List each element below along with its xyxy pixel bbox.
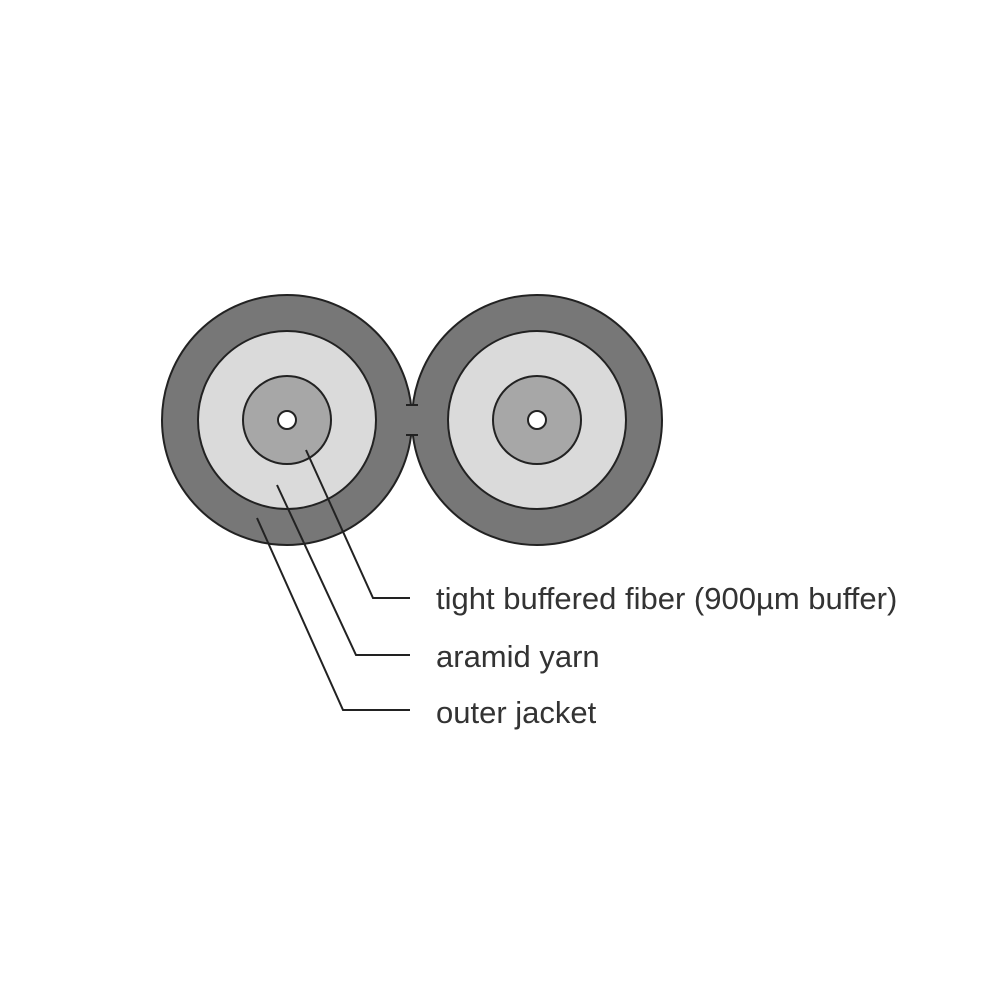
right-cable-cross-section <box>411 294 663 546</box>
cable-web-connector <box>406 405 418 435</box>
label-tight-buffered-fiber: tight buffered fiber (900µm buffer) <box>436 581 897 616</box>
label-outer-jacket: outer jacket <box>436 695 597 730</box>
left-fiber-core <box>277 410 297 430</box>
right-fiber-core <box>527 410 547 430</box>
leader-line-aramid-yarn <box>276 484 410 656</box>
left-cable-cross-section <box>161 294 413 546</box>
leader-line-outer-jacket <box>256 517 410 711</box>
label-aramid-yarn: aramid yarn <box>436 639 600 674</box>
leader-line-tight-buffered-fiber <box>305 449 410 599</box>
